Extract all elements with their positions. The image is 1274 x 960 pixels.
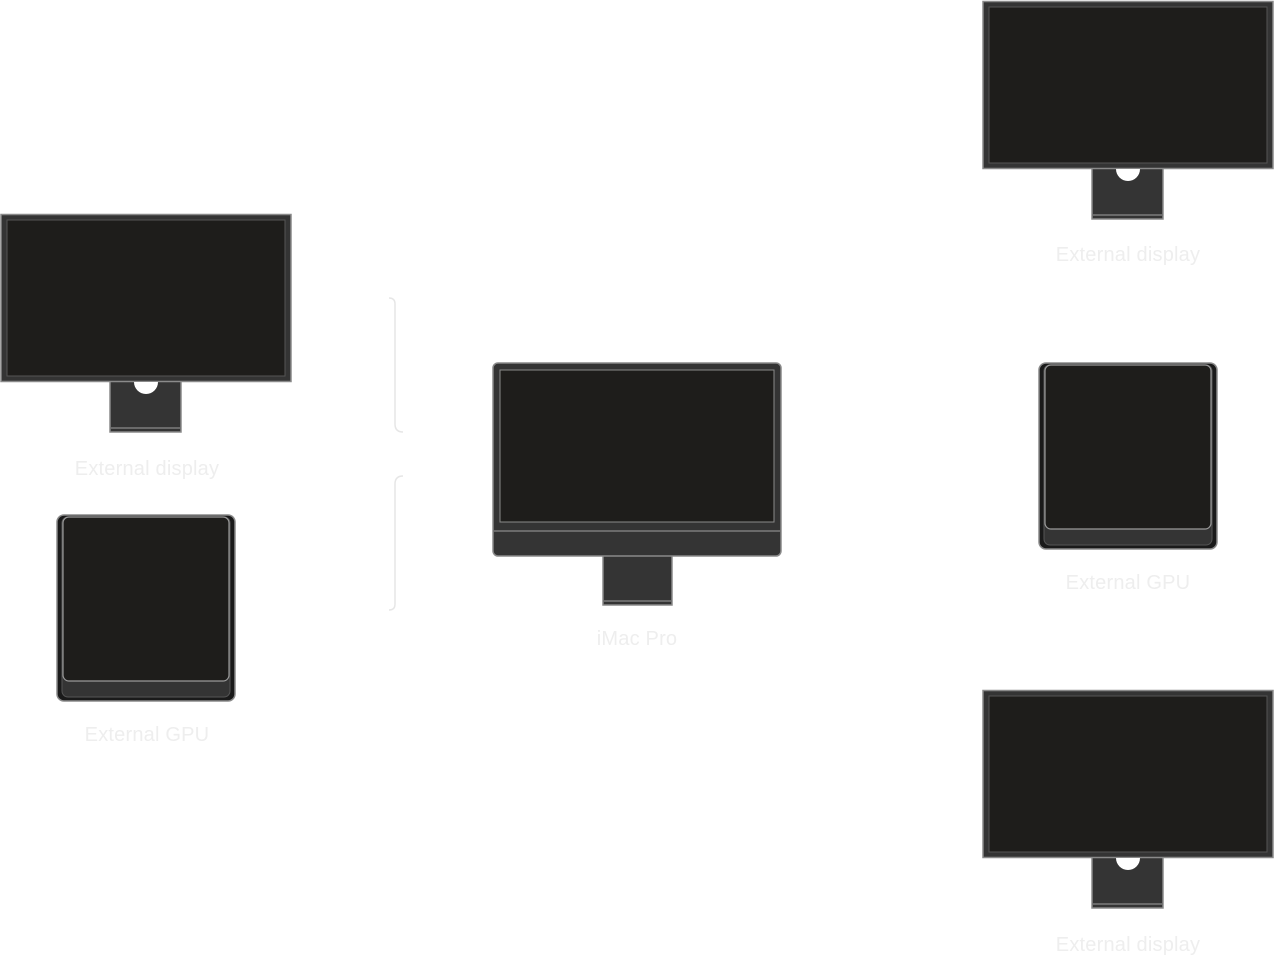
stand-notch [1116,169,1140,181]
imac-screen [499,369,775,523]
imac-pro-label: iMac Pro [596,628,678,650]
external-display-right-top [982,0,1274,220]
display-screen [6,219,286,377]
gpu-front-panel [62,516,230,682]
bracket-lower [388,475,404,611]
display-screen [988,695,1268,853]
external-display-right-bottom [982,689,1274,909]
stand-notch [1116,858,1140,870]
external-display-right-bottom-label: External display [1055,934,1201,956]
imac-stand [602,554,673,606]
external-display-left [0,213,292,433]
external-gpu-right [1038,362,1218,550]
external-gpu-right-label: External GPU [1065,572,1191,594]
gpu-front-panel [1044,364,1212,530]
stand-notch [134,382,158,394]
connection-brackets [388,297,404,611]
external-gpu-left [56,514,236,702]
external-display-right-top-label: External display [1055,244,1201,266]
display-screen [988,6,1268,164]
external-gpu-left-label: External GPU [84,724,210,746]
imac-pro [492,362,782,606]
external-display-left-label: External display [74,458,220,480]
bracket-upper [388,297,404,433]
